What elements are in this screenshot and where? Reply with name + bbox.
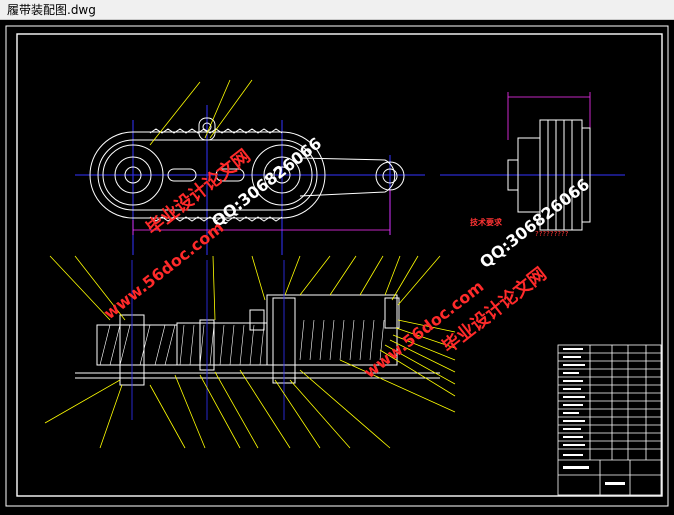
drawing-canvas[interactable]: 技术要求 ????????? 毕业设计论文网 QQ:306826066 www.… (0, 20, 674, 511)
window-titlebar: 履带装配图.dwg (0, 0, 674, 20)
leader-lines (149, 79, 253, 146)
tech-requirements-title: 技术要求 (470, 218, 502, 227)
dimension-lines (132, 92, 591, 235)
section-leader-lines (44, 255, 456, 449)
outer-frame (5, 25, 669, 507)
track-end-view (440, 119, 625, 231)
window-title: 履带装配图.dwg (7, 3, 96, 17)
cad-drawing (5, 25, 669, 507)
parts-list-text-marks (563, 348, 625, 485)
track-side-view (75, 105, 425, 255)
parts-list (557, 344, 662, 496)
tech-requirements-marks: ????????? (535, 230, 569, 238)
section-view (75, 294, 440, 386)
inner-frame (16, 33, 663, 497)
